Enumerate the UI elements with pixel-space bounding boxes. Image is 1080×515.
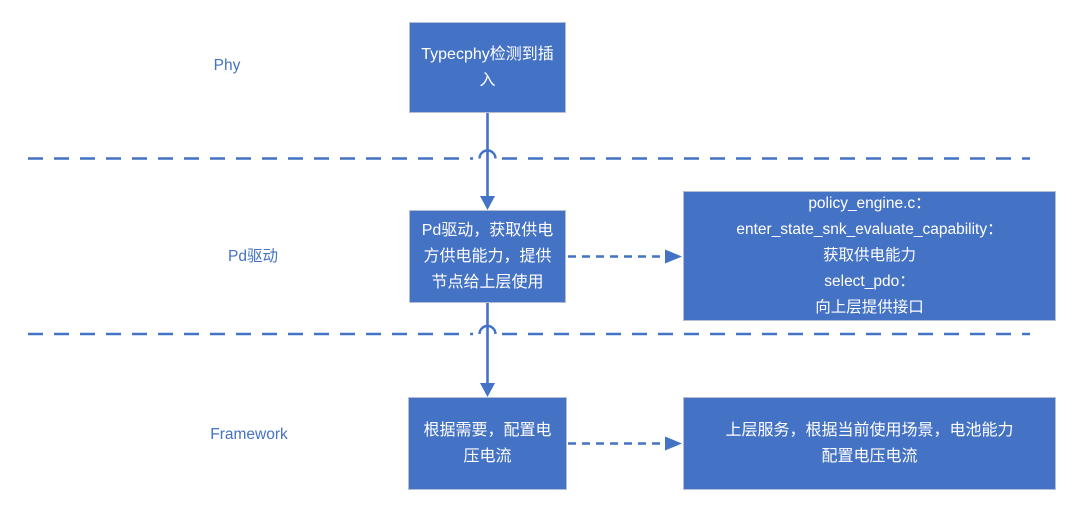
node-text-line: policy_engine.c： (808, 195, 931, 212)
dashed-arrow-framework-to-detail (568, 436, 682, 451)
lane-label-framework: Framework (210, 426, 288, 443)
node-text-line: 方供电能力，提供 (423, 247, 552, 265)
node-framework-configure: 根据需要，配置电 压电流 (408, 397, 567, 490)
lane-label-phy: Phy (213, 57, 241, 74)
arrowhead-down-icon (480, 383, 495, 397)
node-text-line: 上层服务，根据当前使用场景，电池能力 (725, 421, 1014, 439)
arrow-phy-to-pd (480, 113, 495, 210)
arrow-pd-to-framework (480, 303, 495, 397)
node-pd-driver-capability: Pd驱动，获取供电 方供电能力，提供 节点给上层使用 (409, 210, 566, 303)
node-text-line: Typecphy检测到插 (421, 45, 554, 63)
arrowhead-right-icon (665, 436, 682, 451)
node-text-line: select_pdo： (824, 273, 915, 290)
node-text-line: 配置电压电流 (821, 447, 918, 465)
lane-divider-phy-pd (28, 149, 1030, 160)
node-text-line: 压电流 (463, 447, 512, 465)
arrowhead-down-icon (480, 196, 495, 210)
lane-divider-pd-framework (28, 324, 1030, 336)
node-policy-engine-detail: policy_engine.c： enter_state_snk_evaluat… (683, 191, 1056, 321)
node-phy-detect-insert: Typecphy检测到插 入 (409, 22, 566, 113)
node-upper-service-detail: 上层服务，根据当前使用场景，电池能力 配置电压电流 (683, 397, 1056, 490)
node-text-line: 节点给上层使用 (431, 273, 544, 291)
node-text-line: 向上层提供接口 (815, 299, 924, 316)
dashed-arrow-pd-to-detail (568, 249, 682, 264)
node-text-line: 入 (479, 71, 496, 89)
node-text-line: 获取供电能力 (822, 247, 916, 264)
node-text-line: enter_state_snk_evaluate_capability： (736, 221, 1003, 238)
lane-label-pd-driver: Pd驱动 (228, 248, 278, 265)
node-text-line: 根据需要，配置电 (423, 421, 552, 439)
arrowhead-right-icon (665, 249, 682, 264)
node-text-line: Pd驱动，获取供电 (421, 221, 554, 239)
